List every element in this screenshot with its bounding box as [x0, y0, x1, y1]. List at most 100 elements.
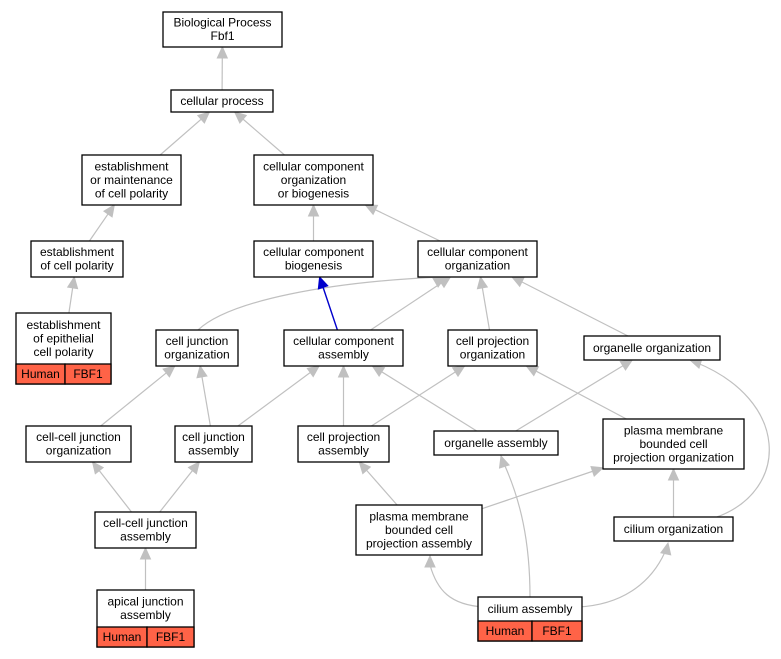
- edge-ccja-to-ccjo: [91, 461, 132, 513]
- edge-line: [429, 564, 485, 608]
- arrow-head-icon: [187, 461, 201, 475]
- edge-cca-to-cco: [370, 276, 452, 331]
- edge-cp-to-bp: [216, 45, 229, 91]
- edge-cja-to-cjo: [196, 364, 211, 427]
- edge-cja-to-cca: [237, 365, 321, 427]
- edge-line: [481, 470, 594, 510]
- node-label-line: Biological Process: [173, 16, 271, 30]
- edge-line: [241, 118, 285, 156]
- node-label-line: apical junction: [107, 595, 183, 609]
- node-label-line: cilium assembly: [488, 602, 573, 616]
- edge-ca-to-co: [577, 541, 672, 608]
- edge-line: [371, 370, 457, 427]
- edge-cca-to-ccb: [317, 275, 339, 331]
- edges-layer: [66, 45, 770, 608]
- edge-line: [88, 212, 110, 242]
- arrow-head-icon: [358, 461, 372, 475]
- node-box: [253, 154, 374, 206]
- node-box: [433, 430, 559, 456]
- node-cp[interactable]: cellular process: [170, 89, 274, 113]
- annotation-species: Human: [21, 367, 60, 381]
- arrow-head-icon: [525, 365, 540, 377]
- arrow-head-icon: [510, 276, 525, 288]
- annotation-gene-cell: [64, 363, 112, 385]
- edge-ca-to-pmbcpa: [424, 554, 485, 608]
- edge-cpo-to-cco: [476, 275, 491, 331]
- arrow-head-icon: [307, 203, 320, 217]
- node-box: [170, 89, 274, 113]
- edge-oa-to-cca: [371, 365, 478, 432]
- node-label-line: organization: [164, 348, 229, 362]
- node-label-line: bounded cell: [385, 523, 453, 537]
- annotation-gene: FBF1: [73, 367, 103, 381]
- node-label-line: assembly: [188, 444, 239, 458]
- node-label-line: cilium organization: [624, 522, 723, 536]
- node-box: [30, 240, 124, 278]
- edge-pmbcpo-to-cpo: [525, 365, 627, 420]
- edge-line: [515, 364, 625, 432]
- edge-line: [577, 551, 666, 608]
- node-label-line: establishment: [26, 318, 101, 332]
- node-label-line: organelle organization: [593, 341, 711, 355]
- arrow-head-icon: [437, 276, 452, 289]
- edge-eecp-to-ecp: [66, 275, 79, 314]
- node-label-line: bounded cell: [639, 437, 707, 451]
- node-box: [25, 425, 132, 463]
- node-label-line: assembly: [318, 444, 369, 458]
- edge-oo-to-cco: [510, 276, 629, 337]
- edge-ccjo-to-cjo: [100, 365, 176, 427]
- arrow-head-icon: [667, 467, 680, 481]
- node-label-line: cellular component: [263, 159, 364, 173]
- edge-line: [159, 469, 194, 513]
- arrow-head-icon: [317, 275, 329, 290]
- edge-line: [322, 286, 339, 331]
- edge-line: [380, 370, 478, 432]
- edge-line: [481, 286, 491, 331]
- arrow-head-icon: [424, 554, 436, 568]
- arrow-head-icon: [66, 275, 79, 290]
- node-box: [297, 425, 390, 463]
- node-box: [162, 11, 283, 48]
- node-box: [81, 154, 182, 206]
- node-co[interactable]: cilium organization: [613, 516, 734, 542]
- node-oa[interactable]: organelle assembly: [433, 430, 559, 456]
- node-label-line: organization: [46, 444, 111, 458]
- edge-ccob-to-cp: [233, 111, 285, 156]
- edge-pmbcpa-to-cpa: [358, 461, 398, 506]
- node-box: [355, 504, 483, 556]
- edge-line: [237, 371, 312, 427]
- node-label-line: assembly: [120, 530, 171, 544]
- node-label-line: assembly: [120, 608, 171, 622]
- node-box: [583, 335, 721, 361]
- edge-emcp-to-cp: [159, 111, 211, 156]
- edge-line: [535, 370, 627, 420]
- node-box: [447, 329, 538, 367]
- edge-line: [504, 465, 531, 598]
- arrow-head-icon: [371, 365, 386, 378]
- edge-ecp-to-emcp: [88, 204, 115, 242]
- node-label-line: projection organization: [613, 450, 734, 464]
- edge-line: [374, 208, 441, 242]
- node-oo[interactable]: organelle organization: [583, 335, 721, 361]
